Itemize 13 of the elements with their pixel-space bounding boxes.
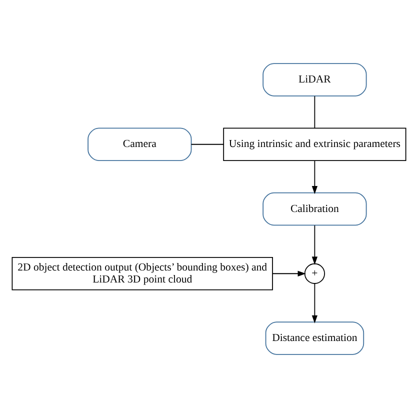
node-circle: + <box>304 263 326 284</box>
arrow <box>272 270 306 276</box>
connector <box>190 144 224 145</box>
arrow <box>312 160 318 194</box>
arrow <box>312 224 318 265</box>
node-box: Calibration <box>262 192 367 226</box>
node-box: 2D object detection output (Objects’ bounding boxes) and LiDAR 3D point cloud <box>12 257 273 290</box>
node-box: Using intrinsic and extrinsic parameters <box>223 128 406 161</box>
node-box: LiDAR <box>262 63 367 96</box>
node-box: Camera <box>88 128 192 161</box>
arrow <box>312 283 318 324</box>
connector <box>314 96 316 129</box>
node-box: Distance estimation <box>265 322 364 355</box>
